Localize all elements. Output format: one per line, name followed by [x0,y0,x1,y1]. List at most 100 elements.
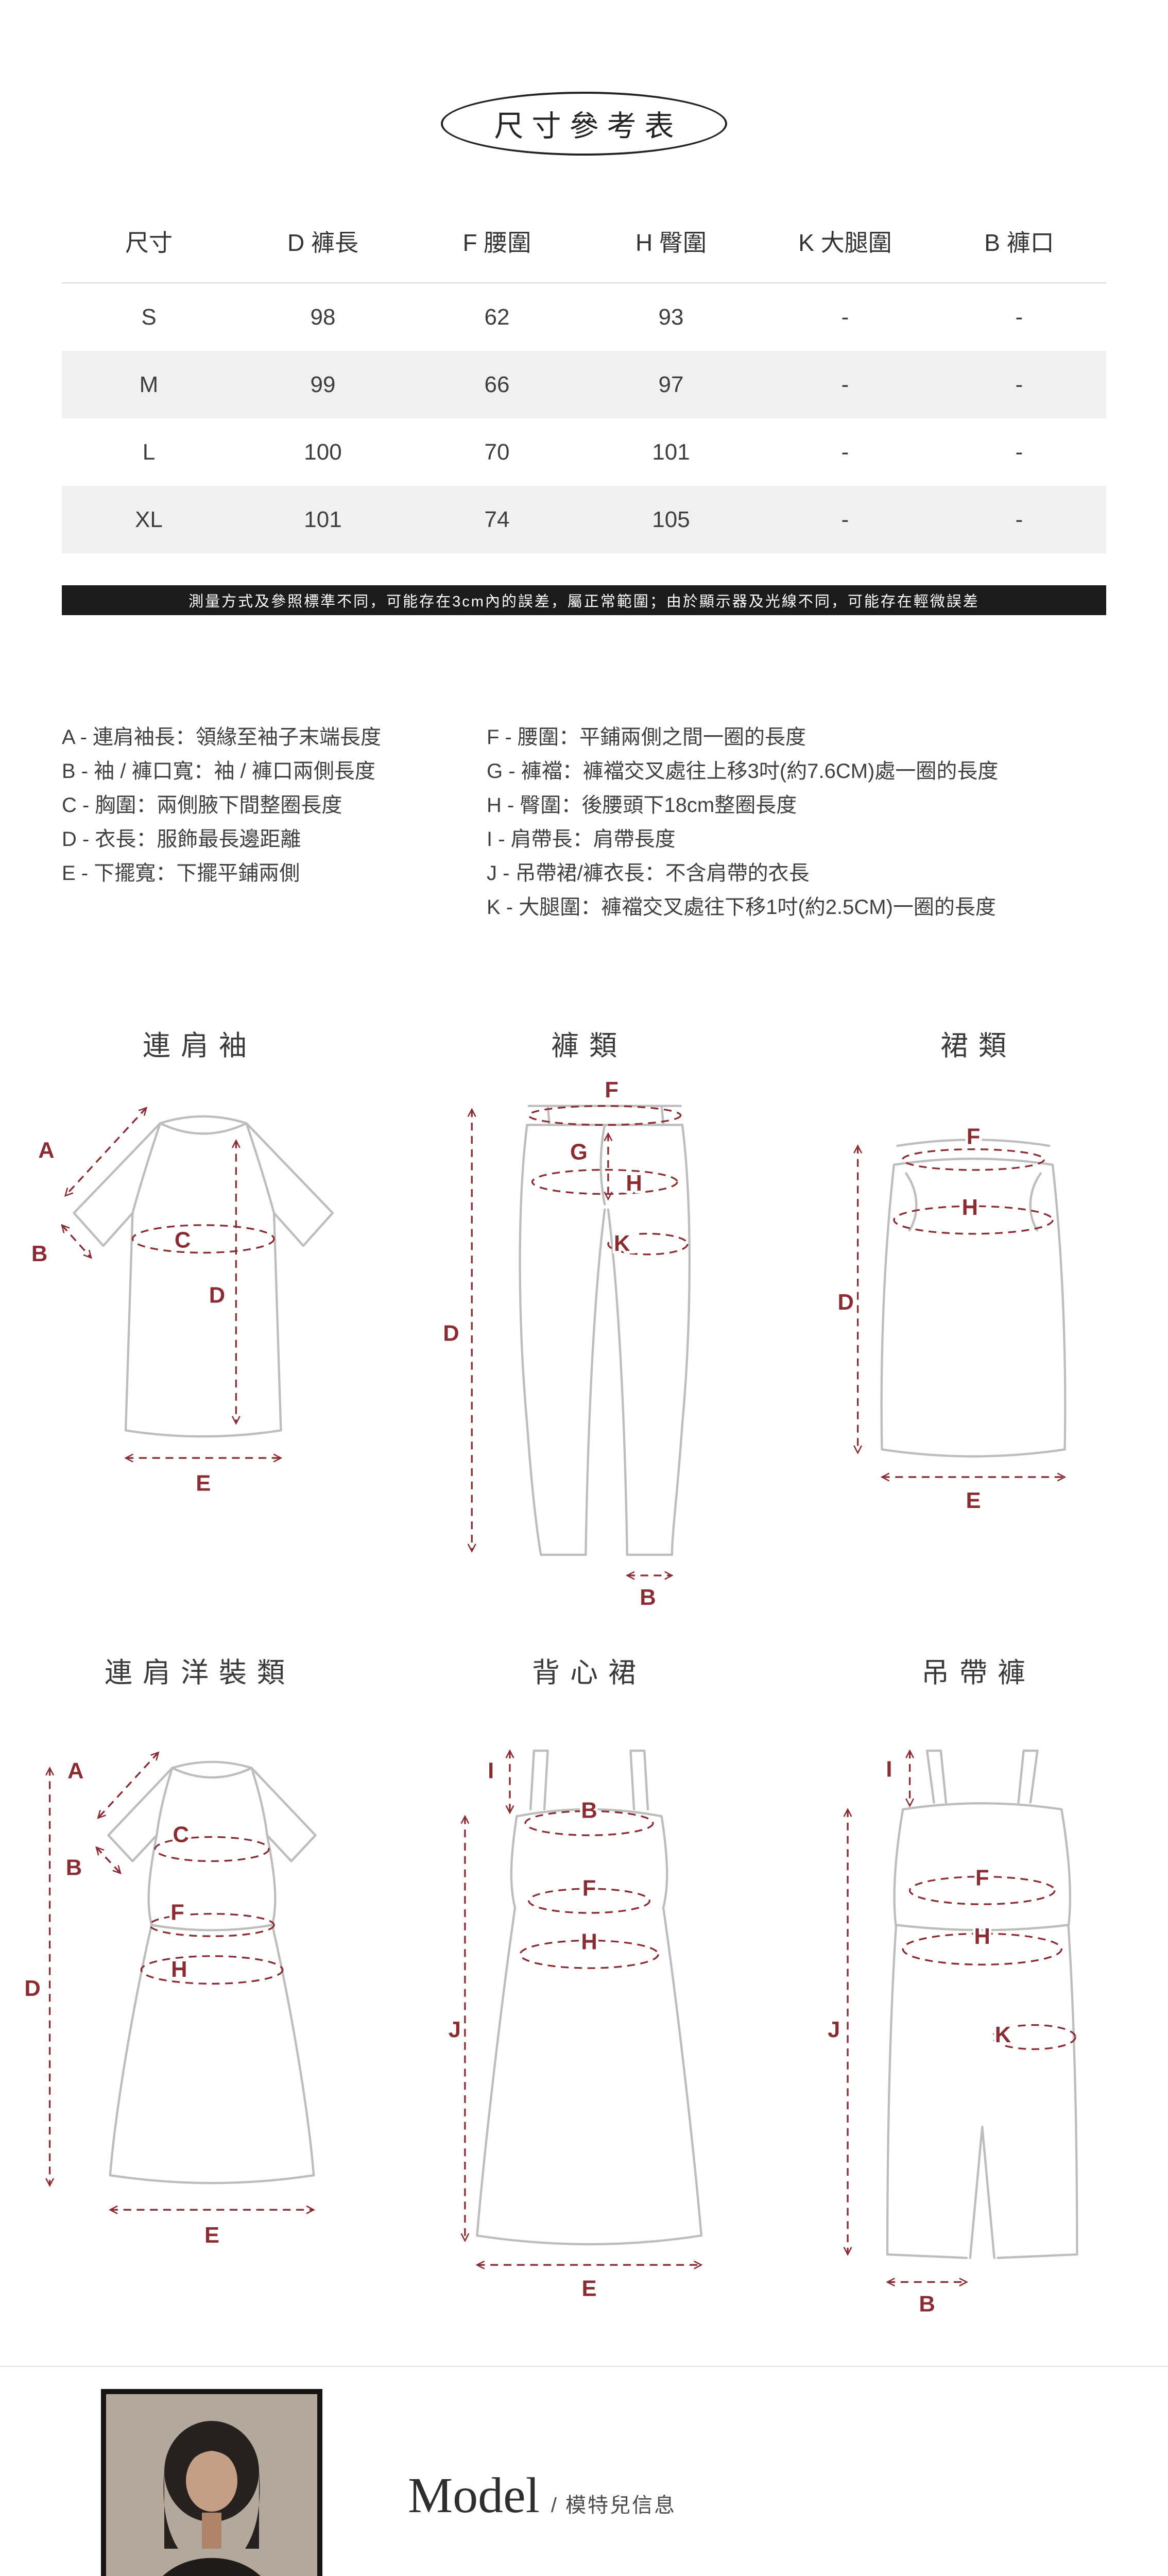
cell: - [1015,439,1023,465]
measure-label-g: G [570,1140,588,1164]
diagram-pants: 褲類 F G H K D [389,1028,779,1610]
diagram-title-tee: 連肩袖 [143,1030,257,1061]
measure-label-e: E [204,2223,219,2248]
measure-label-f: F [975,1866,989,1890]
measure-label-d: D [209,1283,225,1308]
model-photo: @蹦蹦 [101,2389,322,2576]
size-table-header: 尺寸 D 褲長 F 腰圍 H 臀圍 K 大腿圍 B 褲口 [62,200,1106,283]
pants-diagram-illustration: F G H K D B [440,1078,691,1610]
model-fringe [183,2439,240,2478]
diagram-raglan-tee: 連肩袖 A B C D E [0,1028,389,1498]
size-table: 尺寸 D 褲長 F 腰圍 H 臀圍 K 大腿圍 B 褲口 S 98 62 93 … [62,200,1106,553]
cell: 93 [658,304,684,330]
measure-label-j: J [449,2018,461,2042]
measure-label-d: D [443,1321,459,1346]
cell: 98 [310,304,336,330]
measure-label-f: F [170,1900,184,1925]
measure-label-b: B [66,1855,82,1880]
tee-diagram-illustration: A B C D E [29,1092,334,1498]
model-heading: Model / 模特兒信息 [408,2467,676,2524]
legend-item: H - 臀圍：後腰頭下18cm整圈長度 [487,794,797,817]
legend-item: K - 大腿圍：褲襠交叉處往下移1吋(約2.5CM)一圈的長度 [487,896,996,919]
table-row-s: S 98 62 93 - - [62,283,1106,351]
col-header-thigh: K 大腿圍 [798,229,892,256]
measure-label-a: A [38,1138,54,1163]
measure-label-j: J [828,2018,840,2042]
measure-label-h: H [974,1924,990,1949]
measure-label-c: C [173,1823,188,1848]
measure-label-b: B [31,1242,47,1266]
measure-label-b: B [581,1799,597,1823]
model-neck [202,2513,221,2549]
cell: 70 [484,439,510,465]
diagram-title-slipdress: 背心裙 [532,1657,646,1688]
measure-label-e: E [196,1471,211,1496]
cell: 97 [658,371,684,397]
cell: - [1015,304,1023,330]
legend-item: I - 肩帶長：肩帶長度 [487,828,676,851]
slipdress-diagram-illustration: I B F H J E [446,1740,727,2304]
dress-diagram-illustration: A B C F H D E [22,1740,317,2250]
measure-label-c: C [175,1228,191,1252]
diagram-overalls: 吊帶褲 I F H [779,1655,1168,2344]
cell: - [841,439,849,465]
model-hair-left [163,2471,178,2549]
cell: 99 [310,371,336,397]
legend-item: G - 褲襠：褲襠交叉處往上移3吋(約7.6CM)處一圈的長度 [487,760,999,783]
model-portrait-illustration: @蹦蹦 [106,2394,317,2576]
measure-label-h: H [962,1195,978,1220]
diagram-raglan-dress: 連肩洋裝類 A B C F [0,1655,389,2258]
divider-line [0,2366,1168,2367]
measure-label-h: H [581,1929,597,1954]
legend-item: C - 胸圍：兩側腋下間整圈長度 [62,794,342,817]
legend-item: J - 吊帶裙/褲衣長：不含肩帶的衣長 [487,862,810,885]
measure-label-a: A [67,1759,83,1784]
legend-column-left: A - 連肩袖長：領緣至袖子末端長度 B - 袖 / 褲口寬：袖 / 褲口兩側長… [62,720,381,890]
model-hair-right [245,2471,260,2549]
col-header-waist: F 腰圍 [462,229,531,256]
measure-label-e: E [582,2277,597,2301]
legend-item: A - 連肩袖長：領緣至袖子末端長度 [62,726,382,749]
cell: - [841,371,849,397]
diagram-title-skirt: 裙類 [940,1030,1017,1061]
measure-label-h: H [171,1957,187,1982]
cell: XL [135,506,163,532]
cell: M [139,371,159,397]
cell: S [141,304,157,330]
cell: 62 [484,304,510,330]
model-info-section: @蹦蹦 Model / 模特兒信息 ✦ 身高：168cm ✦ 試穿尺寸：M/均碼… [0,2366,1168,2576]
measure-label-h: H [626,1171,642,1196]
measurement-notice-bar: 測量方式及參照標準不同，可能存在3cm內的誤差，屬正常範圍；由於顯示器及光線不同… [62,585,1106,615]
cell: - [841,506,849,532]
model-face [186,2450,237,2512]
diagram-title-pants: 褲類 [551,1030,627,1061]
table-row-l: L 100 70 101 - - [62,418,1106,486]
model-body [163,2558,261,2576]
legend-item: D - 衣長：服飾最長邊距離 [62,828,301,851]
diagram-skirt: 裙類 F H D E [779,1028,1168,1517]
cell: 74 [484,506,510,532]
col-header-pant-length: D 褲長 [287,229,358,256]
size-chart-title: 尺寸參考表 [494,110,682,143]
measure-label-k: K [994,2023,1011,2047]
diagram-slip-dress: 背心裙 I B F H [389,1655,779,2313]
legend-item: E - 下擺寬：下擺平鋪兩側 [62,862,300,885]
skirt-diagram-illustration: F H D E [835,1122,1067,1516]
diagram-title-dress: 連肩洋裝類 [105,1657,295,1688]
measure-label-b: B [919,2292,935,2316]
model-heading-text: Model [408,2468,540,2523]
size-chart-title-badge: 尺寸參考表 [441,92,727,156]
measure-label-d: D [837,1290,853,1315]
overalls-diagram-illustration: I F H K J B [825,1740,1078,2319]
cell: - [841,304,849,330]
col-header-hip: H 臀圍 [635,229,707,256]
cell: 100 [304,439,342,465]
cell: 101 [304,506,342,532]
legend-column-right: F - 腰圍：平鋪兩側之間一圈的長度 G - 褲襠：褲襠交叉處往上移3吋(約7.… [487,720,998,924]
cell: 101 [652,439,690,465]
col-header-size: 尺寸 [125,229,173,256]
measurement-notice-text: 測量方式及參照標準不同，可能存在3cm內的誤差，屬正常範圍；由於顯示器及光線不同… [188,594,980,610]
measure-label-b: B [640,1585,656,1610]
measure-label-e: E [966,1488,981,1513]
model-heading-subtext: / 模特兒信息 [551,2494,677,2517]
